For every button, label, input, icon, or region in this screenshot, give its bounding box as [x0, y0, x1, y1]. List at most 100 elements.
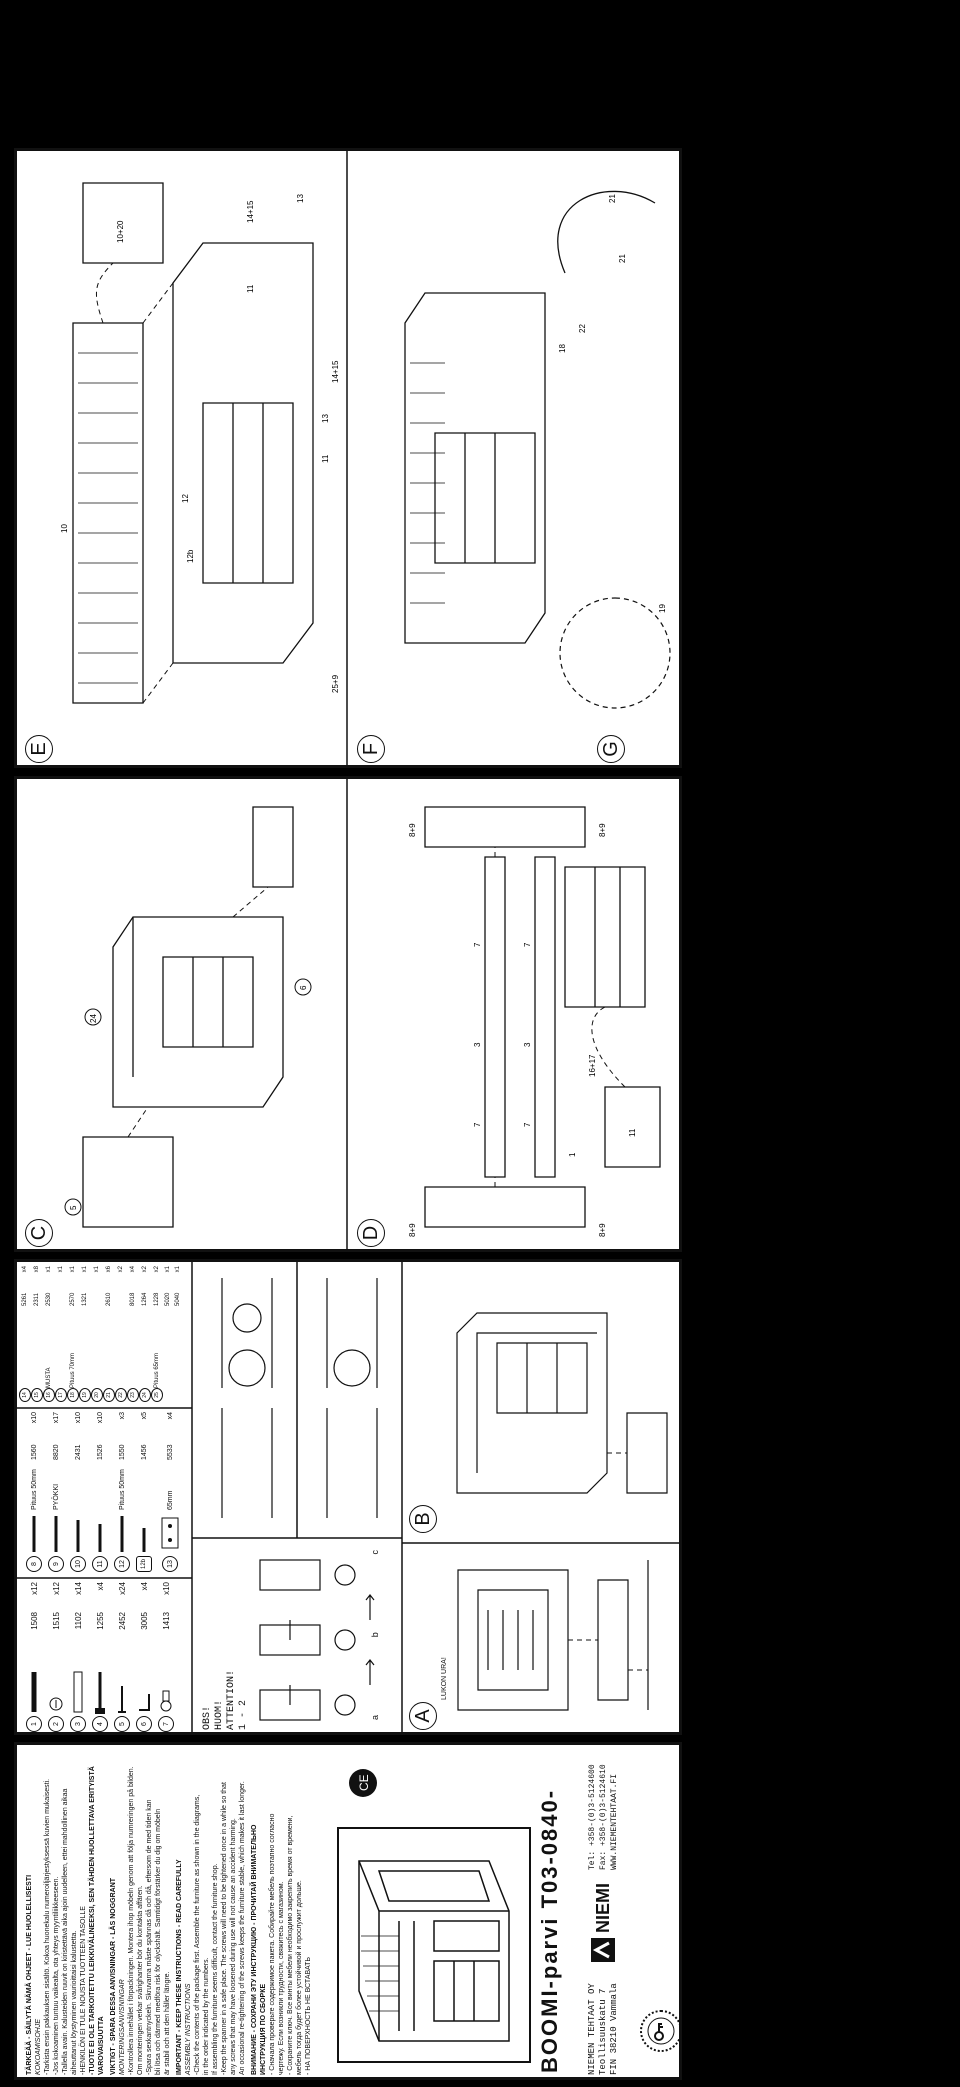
step-g-badge: G	[597, 735, 625, 763]
part-row: 11 1526 x10	[89, 1412, 111, 1572]
part-code: 2570	[70, 1292, 76, 1306]
part-qty: x12	[29, 1582, 39, 1595]
screw-detail-diagram	[221, 1278, 273, 1518]
step-a-letter: A	[411, 1709, 434, 1723]
step-f-letter: F	[359, 742, 382, 756]
part-number: 23	[127, 1388, 139, 1402]
label-d: 8+9	[408, 823, 417, 837]
connector-plate-icon	[161, 1517, 179, 1549]
warning-ru-title: ВНИМАНИЕ - СОХРАНИ ЭТУ ИНСТРУКЦИЮ - ПРОЧ…	[251, 1824, 258, 2075]
part-qty: x17	[52, 1412, 60, 1424]
brand-name: NIEMI	[592, 1882, 613, 1933]
label-e: 11	[321, 454, 330, 463]
parts-rotated: 1 1508 x12 2 1515 x12 3 1102 x14	[17, 1262, 679, 1732]
part-number: 19	[79, 1388, 91, 1402]
part-qty: x5	[140, 1412, 148, 1420]
part-number: 15	[31, 1388, 43, 1402]
part-code: 2530	[46, 1292, 52, 1306]
step-f-diagram: 18 22 21 21 19	[404, 190, 671, 709]
part-number: 18	[67, 1388, 79, 1402]
step-b-diagram	[456, 1312, 668, 1494]
part-qty: x1	[165, 1266, 171, 1273]
attention-steps: 1 - 2	[238, 1699, 249, 1730]
part-code: 1508	[29, 1612, 39, 1630]
warning-en-line: any screws that may have loosened during…	[230, 1818, 237, 2075]
part-number: 2	[48, 1716, 64, 1732]
steps-efg-grid	[346, 151, 348, 765]
step-c-label: c	[370, 1550, 380, 1555]
part-row: 4 1255 x4	[89, 1582, 111, 1732]
part-note: Pituus 50mm	[118, 1469, 126, 1510]
step-f-badge: F	[357, 735, 385, 763]
label-d: 16+17	[588, 1054, 597, 1077]
label-e: 10+20	[116, 220, 125, 243]
part-code: 1264	[142, 1292, 148, 1306]
part-code: 8018	[130, 1292, 136, 1306]
warning-fi-line: -HENKILÖN EI TULE NOUSTA TUOTTEEN TASOLL…	[80, 1906, 87, 2075]
part-row: 22 x2	[115, 1266, 127, 1402]
part-number: 22	[115, 1388, 127, 1402]
part-code: 1515	[51, 1612, 61, 1630]
part-note: Pituus 70mm	[70, 1352, 76, 1388]
part-code: 1456	[140, 1444, 148, 1460]
part-code: 1228	[154, 1292, 160, 1306]
part-qty: x1	[70, 1266, 76, 1273]
step-c-letter: C	[27, 1225, 50, 1241]
screw-icon	[142, 1528, 146, 1552]
instruction-sheet: TÄRKEÄÄ - SÄILYTÄ NÄMÄ OHJEET - LUE HUOL…	[6, 144, 682, 2081]
screw-icon	[120, 1516, 124, 1552]
steps-cd-rotated: C 5 24 6 D	[17, 779, 679, 1249]
parts-grid	[17, 1262, 679, 1732]
warning-en-title: IMPORTANT - KEEP THESE INSTRUCTIONS - RE…	[176, 1859, 183, 2075]
attention-text: HUOM!	[214, 1699, 225, 1730]
label-e: 12b	[186, 549, 195, 563]
warning-fi-line: -Jos kokoaminen tuntuu vaikealta, ota yh…	[53, 1876, 60, 2075]
part-qty: x6	[106, 1266, 112, 1273]
parts-column-middle: 8 Pituus 50mm 1560 x10 9 PYÖKKI 8820 x17…	[23, 1412, 185, 1572]
steps-cd-grid	[346, 779, 348, 1249]
part-number: 9	[48, 1556, 64, 1572]
plastic-plug-icon	[160, 1690, 172, 1712]
part-row: 8 Pituus 50mm 1560 x10	[23, 1412, 45, 1572]
part-note: 65mm	[166, 1490, 174, 1510]
part-qty: x4	[95, 1582, 105, 1591]
step-c-block: C 5 24 6	[25, 787, 341, 1247]
part-code: 2311	[34, 1293, 40, 1306]
bracket-icon	[139, 1694, 150, 1711]
product-title: BOOMI-parvi T03-0840-	[537, 1788, 562, 2073]
label-d: 8+9	[598, 823, 607, 837]
label-d: 7	[523, 942, 532, 947]
part-note: MUSTA	[46, 1367, 52, 1388]
label-c: 24	[89, 1014, 98, 1023]
part-code: 5040	[175, 1292, 181, 1306]
warning-sv-line: är stabil och att den håller längre.	[164, 1971, 171, 2075]
warning-sv-line: Om monteringen verkar svårighanter bör d…	[137, 1885, 144, 2075]
company-name: NIEMEN TEHTAAT OY	[587, 1983, 597, 2075]
label-e: 25+9	[331, 674, 340, 693]
step-g-letter: G	[599, 741, 622, 757]
steps-efg-rotated: E 10 10+20 11	[17, 151, 679, 765]
part-qty: x10	[30, 1412, 38, 1424]
steps-cd-panel: C 5 24 6 D	[14, 776, 682, 1252]
part-qty: x1	[82, 1266, 88, 1273]
warning-fi-line: -Tarkista ensin pakkauksen sisältö. Koko…	[44, 1778, 51, 2075]
warning-sv-title: VIKTIGT - SPARA DESSA ANVISNINGAR - LÄS …	[110, 1877, 117, 2075]
label-d: 7	[473, 1122, 482, 1127]
part-code: 5533	[166, 1444, 174, 1460]
nail-icon	[118, 1686, 126, 1713]
part-qty: x2	[142, 1266, 148, 1273]
part-qty: x4	[130, 1266, 136, 1273]
part-code: 1550	[118, 1444, 126, 1460]
label-e: 14+15	[246, 200, 255, 223]
label-f: 22	[578, 324, 587, 333]
part-number: 17	[55, 1388, 67, 1402]
warning-ru-line: - Сначала проверьте содержимое пакета. С…	[269, 1813, 276, 2075]
warning-en-line: in the order indicated by the numbers.	[203, 1957, 210, 2075]
company-web[interactable]: WWW.NIEMENTEHTAAT.FI	[610, 1773, 619, 1870]
